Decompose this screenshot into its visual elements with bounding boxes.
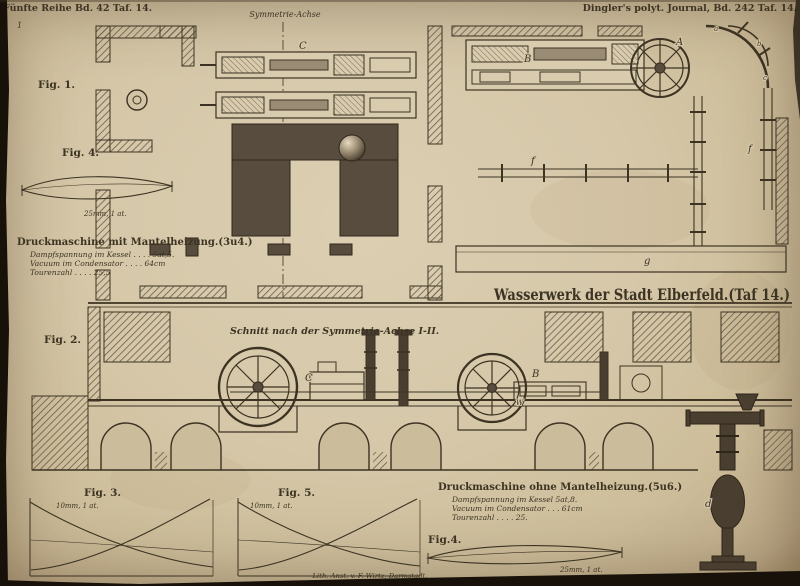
standpipes — [361, 329, 413, 407]
section-wall-openings — [87, 306, 780, 402]
fig5-label: Fig. 5. — [278, 487, 315, 499]
note-without-jacket-line3: Tourenzahl . . . . 25. — [452, 513, 528, 522]
note-without-jacket-line1: Dampfspannung im Kessel 5at,8. — [451, 495, 577, 504]
fig5-diagram — [237, 498, 421, 577]
fig2-label: Fig. 2. — [44, 334, 81, 346]
scan-edge-bottom — [0, 571, 800, 586]
scan-edge-left — [0, 0, 9, 586]
fig4-top-label: Fig. 4. — [62, 147, 99, 159]
arch-vaults — [100, 422, 654, 470]
fig4-bottom-scale: 25mm, 1 at. — [559, 566, 603, 574]
note-with-jacket-line3: Tourenzahl . . . . 25,5 — [30, 268, 111, 277]
flywheel-c — [217, 346, 299, 433]
fig4-top-scale: 25mm, 1 at. — [83, 210, 127, 218]
plan-view-left — [95, 25, 443, 301]
part-label-f-branch: f — [747, 144, 754, 155]
section-view — [31, 302, 793, 471]
part-label-c-small: c — [763, 74, 767, 82]
ground-right — [763, 429, 793, 471]
imprint: Lith. Anst. v. F. Wirtz, Darmstadt. — [312, 572, 428, 580]
engine-right-section — [230, 351, 663, 401]
note-with-jacket-line2: Vacuum im Condensator . . . . 64cm — [30, 259, 165, 268]
part-label-c-section: C — [305, 373, 313, 384]
note-without-jacket: Druckmaschine ohne Mantelheizung.(5u6.) … — [438, 482, 682, 522]
part-label-b-section: B — [531, 369, 539, 380]
part-label-b-small: b — [757, 40, 762, 48]
scan-edge-top — [0, 0, 800, 2]
section-caption: Schnitt nach der Symmetrie-Achse I-II. — [230, 326, 439, 337]
part-label-f-main: f — [530, 156, 537, 167]
scan-edge-right — [793, 0, 800, 120]
note-with-jacket-line1: Dampfspannung im Kessel . . . . 5at,5. — [29, 250, 174, 259]
plan-room-walls — [95, 25, 443, 301]
fig1-label: Fig. 1. — [38, 79, 75, 91]
column-base — [126, 89, 148, 111]
engine-c-plan — [200, 51, 417, 119]
engine-mid-section — [309, 361, 365, 401]
branch-pipe — [760, 88, 776, 210]
fig3-diagram — [29, 498, 214, 577]
plate-title: Wasserwerk der Stadt Elberfeld.(Taf 14.) — [493, 285, 790, 304]
header-right: Dingler's polyt. Journal, Bd. 242 Taf. 1… — [583, 3, 797, 14]
part-label-b-plan: B — [523, 54, 531, 65]
fig3-label: Fig. 3. — [84, 487, 121, 499]
fig4-bottom-diagram — [425, 544, 623, 565]
fig4-bottom-label: Fig.4. — [428, 534, 461, 546]
pipe-bend-arcs — [705, 21, 771, 89]
note-with-jacket-title: Druckmaschine mit Mantelheizung.(3u4.) — [17, 237, 253, 248]
part-label-a-small: a — [714, 25, 718, 33]
foundation-block — [149, 123, 399, 257]
fig3-scale: 10mm, 1 at. — [56, 502, 99, 510]
fig4-top-diagram — [20, 176, 174, 200]
flywheel-a — [630, 38, 690, 98]
note-with-jacket: Druckmaschine mit Mantelheizung.(3u4.) D… — [17, 237, 253, 277]
corner-mark: 1 — [17, 21, 22, 30]
part-label-w: W — [516, 399, 524, 407]
part-label-a: A — [675, 37, 683, 48]
part-label-d: d — [705, 499, 711, 510]
stone-ball — [338, 134, 366, 162]
ground-left — [31, 395, 89, 471]
part-label-c-plan: C — [299, 41, 307, 52]
channel-g — [455, 245, 787, 273]
main-pipe-f — [478, 164, 698, 182]
plan-right-walls — [451, 25, 789, 245]
part-label-g: g — [644, 256, 650, 267]
note-without-jacket-title: Druckmaschine ohne Mantelheizung.(5u6.) — [438, 482, 682, 493]
header-left: Fünfte Reihe Bd. 42 Taf. 14. — [3, 3, 152, 14]
pump-assembly — [685, 393, 765, 571]
engine-b-plan — [465, 39, 645, 91]
vertical-pipe — [690, 96, 706, 246]
fig5-scale: 10mm, 1 at. — [250, 502, 293, 510]
note-without-jacket-line2: Vacuum im Condensator . . . 61cm — [452, 504, 583, 513]
symmetry-axis-label: Symmetrie-Achse — [249, 10, 320, 19]
plan-view-right — [451, 21, 789, 273]
flywheel-b — [456, 352, 528, 431]
